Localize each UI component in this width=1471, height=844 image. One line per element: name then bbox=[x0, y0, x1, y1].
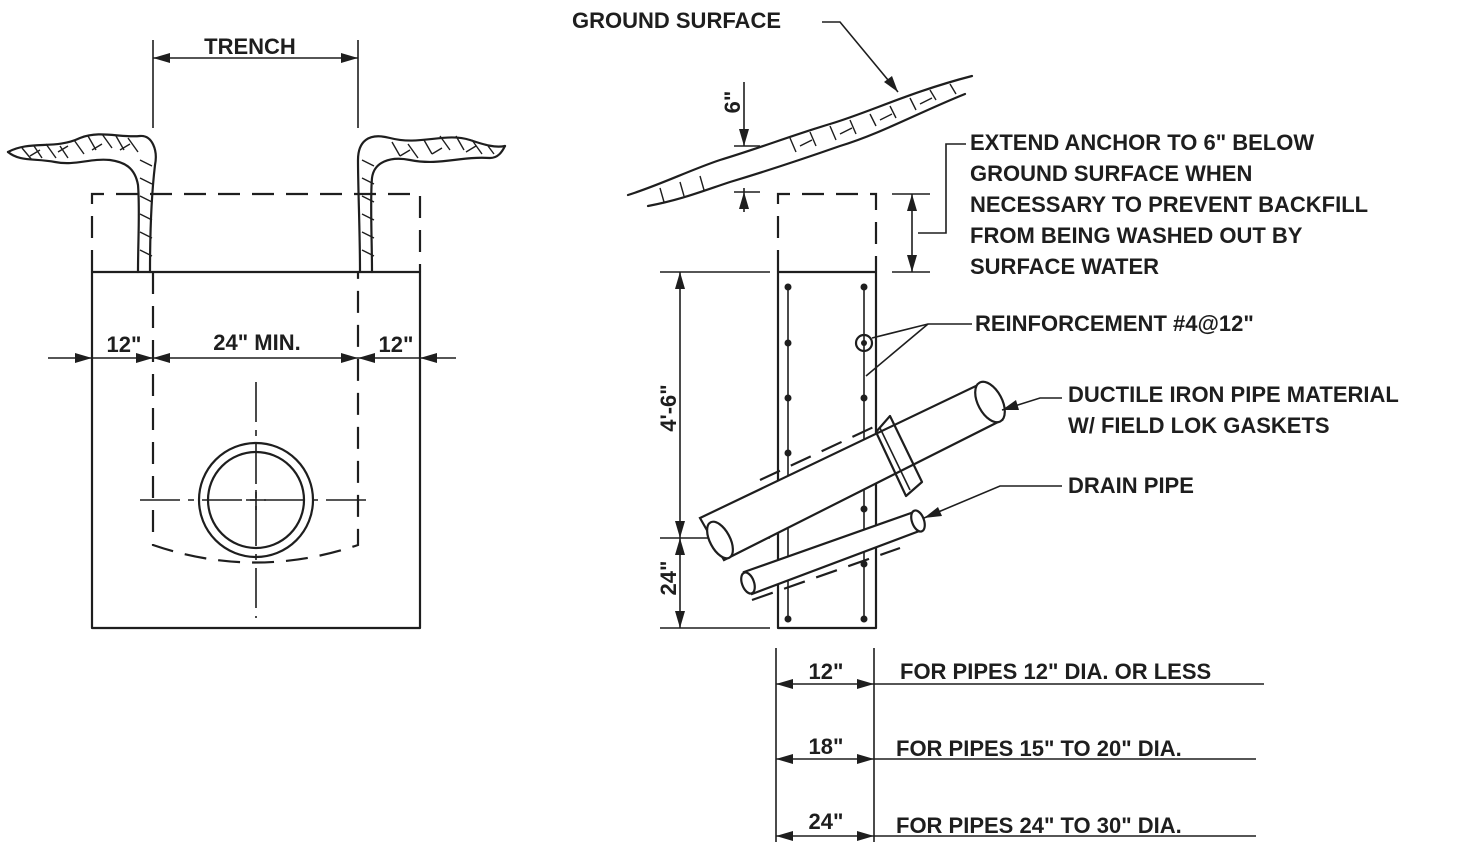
ductile-pipe-label-line-1: DUCTILE IRON PIPE MATERIAL bbox=[1068, 382, 1399, 407]
six-inch-label: 6" bbox=[720, 91, 745, 114]
width-row-24-desc: FOR PIPES 24" TO 30" DIA. bbox=[896, 813, 1182, 838]
anchor-note-line-1: EXTEND ANCHOR TO 6" BELOW bbox=[970, 130, 1314, 155]
ground-surface-label: GROUND SURFACE bbox=[572, 8, 781, 33]
width-dimension: 12" 24" MIN. 12" bbox=[48, 330, 456, 363]
width-row-18-width: 18" bbox=[809, 734, 844, 759]
anchor-note-line-4: FROM BEING WASHED OUT BY bbox=[970, 223, 1303, 248]
width-row-24: 24" FOR PIPES 24" TO 30" DIA. bbox=[776, 809, 1256, 841]
width-row-12: 12" FOR PIPES 12" DIA. OR LESS bbox=[776, 659, 1264, 689]
anchor-note: EXTEND ANCHOR TO 6" BELOW GROUND SURFACE… bbox=[970, 130, 1368, 279]
trench-label: TRENCH bbox=[204, 34, 296, 59]
height-lower-label: 24" bbox=[656, 561, 681, 596]
height-dimension: 4'-6" 24" bbox=[656, 271, 770, 629]
anchor-note-line-5: SURFACE WATER bbox=[970, 254, 1159, 279]
drain-pipe-label: DRAIN PIPE bbox=[1068, 473, 1194, 498]
dim-center-24-min: 24" MIN. bbox=[213, 330, 300, 355]
width-row-12-desc: FOR PIPES 12" DIA. OR LESS bbox=[900, 659, 1211, 684]
ground-right bbox=[356, 135, 507, 274]
anchor-note-line-3: NECESSARY TO PREVENT BACKFILL bbox=[970, 192, 1368, 217]
drain-pipe bbox=[740, 509, 926, 602]
pipe-cross-section bbox=[140, 382, 372, 618]
height-upper-label: 4'-6" bbox=[656, 384, 681, 431]
width-row-24-width: 24" bbox=[809, 809, 844, 834]
ductile-pipe-label-line-2: W/ FIELD LOK GASKETS bbox=[1068, 413, 1330, 438]
width-row-18: 18" FOR PIPES 15" TO 20" DIA. bbox=[776, 734, 1256, 764]
dim-left-12: 12" bbox=[107, 332, 142, 357]
width-row-12-width: 12" bbox=[809, 659, 844, 684]
width-row-18-desc: FOR PIPES 15" TO 20" DIA. bbox=[896, 736, 1182, 761]
width-table: 12" FOR PIPES 12" DIA. OR LESS 18" FOR P… bbox=[775, 648, 1264, 842]
trench-dimension: TRENCH bbox=[152, 34, 359, 128]
ground-left bbox=[6, 133, 157, 274]
six-inch-dimension: 6" bbox=[720, 82, 760, 212]
anchor-extension-dimension bbox=[892, 143, 966, 273]
sloping-ground bbox=[626, 74, 974, 208]
ductile-iron-pipe bbox=[698, 380, 1006, 562]
trench-section-view: TRENCH bbox=[6, 34, 507, 630]
reinforcement-label: REINFORCEMENT #4@12" bbox=[975, 311, 1254, 336]
anchor-section-view: GROUND SURFACE 6" bbox=[572, 8, 1399, 842]
dim-right-12: 12" bbox=[379, 332, 414, 357]
anchor-note-line-2: GROUND SURFACE WHEN bbox=[970, 161, 1252, 186]
